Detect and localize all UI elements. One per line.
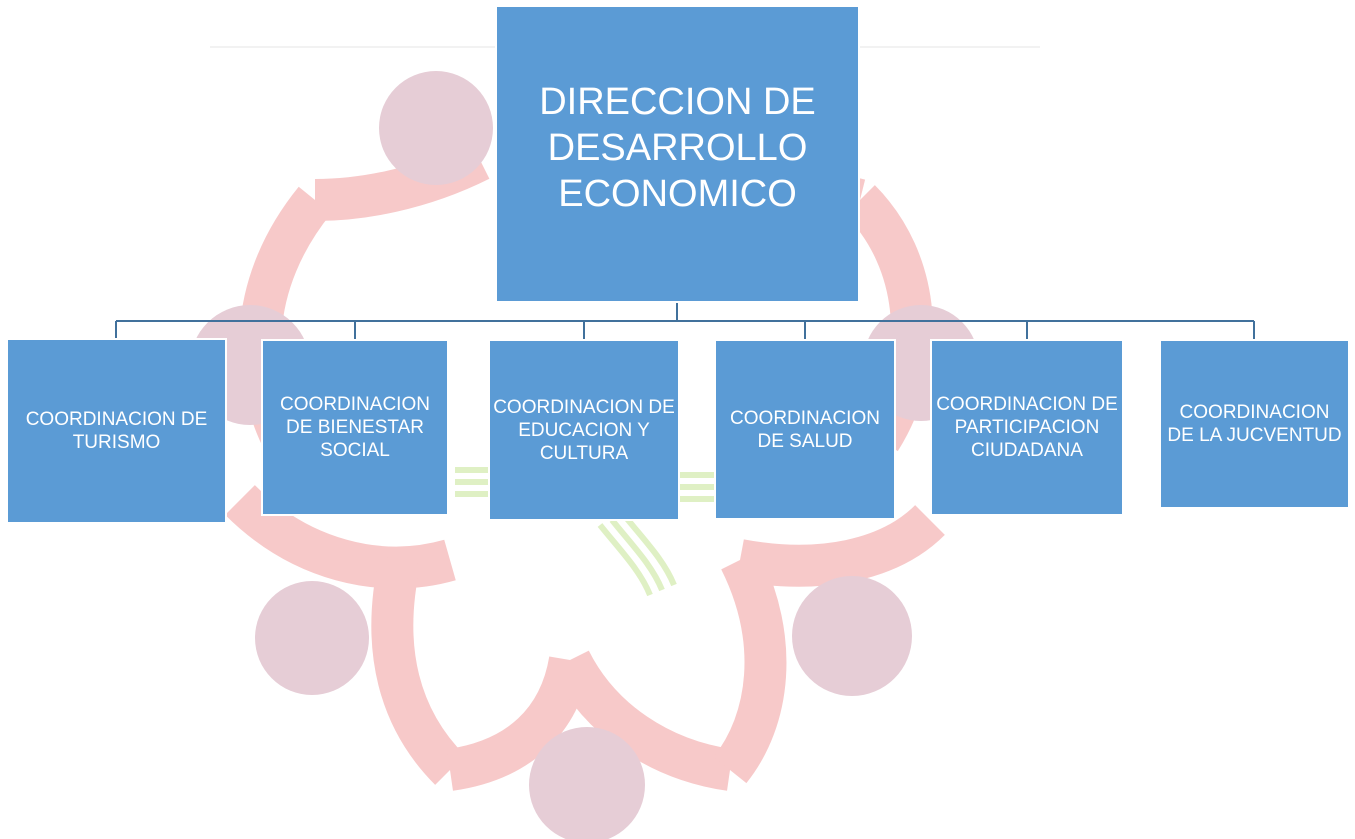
node-label: COORDINACION DE SALUD <box>730 407 880 452</box>
node-label: COORDINACION DE EDUCACION Y CULTURA <box>493 396 675 464</box>
node-coordinacion-salud: COORDINACION DE SALUD <box>714 339 896 520</box>
node-coordinacion-educacion-cultura: COORDINACION DE EDUCACION Y CULTURA <box>488 339 680 521</box>
node-label: COORDINACION DE LA JUCVENTUD <box>1167 402 1342 446</box>
root-node-label: DIRECCION DE DESARROLLO ECONOMICO <box>539 81 816 215</box>
node-label: COORDINACION DE TURISMO <box>25 409 208 453</box>
root-node-direccion: DIRECCION DE DESARROLLO ECONOMICO <box>495 5 860 303</box>
watermark-green-lines <box>455 467 715 597</box>
node-coordinacion-turismo: COORDINACION DE TURISMO <box>6 338 227 524</box>
node-coordinacion-participacion-ciudadana: COORDINACION DE PARTICIPACION CIUDADANA <box>930 339 1124 516</box>
node-coordinacion-juventud: COORDINACION DE LA JUCVENTUD <box>1159 339 1350 509</box>
node-coordinacion-bienestar-social: COORDINACION DE BIENESTAR SOCIAL <box>261 339 449 516</box>
node-label: COORDINACION DE BIENESTAR SOCIAL <box>280 394 430 461</box>
node-label: COORDINACION DE PARTICIPACION CIUDADANA <box>936 394 1118 461</box>
